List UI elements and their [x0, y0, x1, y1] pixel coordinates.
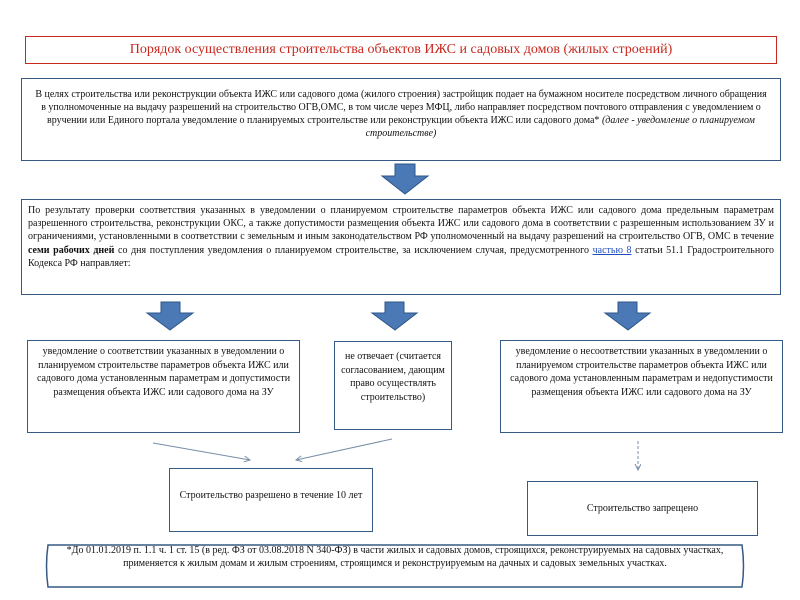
option-no-response-text: не отвечает (считается согласованием, да…	[341, 351, 445, 403]
result-text-3: статьи 51.1 Градостроительного Кодекса Р…	[28, 244, 775, 269]
connector-middle-to-allowed	[296, 438, 393, 460]
intro-note: (далее - уведомление о планируемом строи…	[365, 115, 755, 139]
outcome-forbidden-box: Строительство запрещено	[527, 481, 758, 536]
page-title: Порядок осуществления строительства объе…	[25, 36, 777, 64]
footnote-text: *До 01.01.2019 п. 1.1 ч. 1 ст. 15 (в ред…	[66, 545, 724, 569]
option-no-response-box: не отвечает (считается согласованием, да…	[334, 341, 452, 430]
option-compliance-text: уведомление о соответствии указанных в у…	[36, 346, 291, 398]
option-compliance-box: уведомление о соответствии указанных в у…	[27, 340, 300, 433]
down-arrow-main	[380, 163, 430, 195]
result-box: По результату проверки соответствия указ…	[21, 199, 781, 295]
result-text-1: По результату проверки соответствия указ…	[28, 205, 774, 243]
intro-box: В целях строительства или реконструкции …	[21, 78, 781, 161]
connector-left-to-allowed	[152, 442, 250, 460]
down-arrow-middle	[370, 301, 419, 331]
result-text-2: со дня поступления уведомления о планиру…	[118, 244, 589, 256]
law-link[interactable]: частью 8	[592, 244, 632, 256]
outcome-forbidden-text: Строительство запрещено	[586, 503, 699, 514]
footnote-scroll-shape	[45, 544, 745, 588]
intro-text: В целях строительства или реконструкции …	[35, 89, 767, 126]
option-noncompliance-text: уведомление о несоответствии указанных в…	[510, 346, 773, 398]
result-deadline: семи рабочих дней	[28, 244, 115, 256]
footnote-box: *До 01.01.2019 п. 1.1 ч. 1 ст. 15 (в ред…	[42, 541, 748, 591]
down-arrow-left	[145, 301, 195, 331]
option-noncompliance-box: уведомление о несоответствии указанных в…	[500, 340, 783, 433]
down-arrow-right	[603, 301, 652, 331]
outcome-allowed-text: Строительство разрешено в течение 10 лет	[179, 490, 363, 501]
outcome-allowed-box: Строительство разрешено в течение 10 лет	[169, 468, 373, 532]
